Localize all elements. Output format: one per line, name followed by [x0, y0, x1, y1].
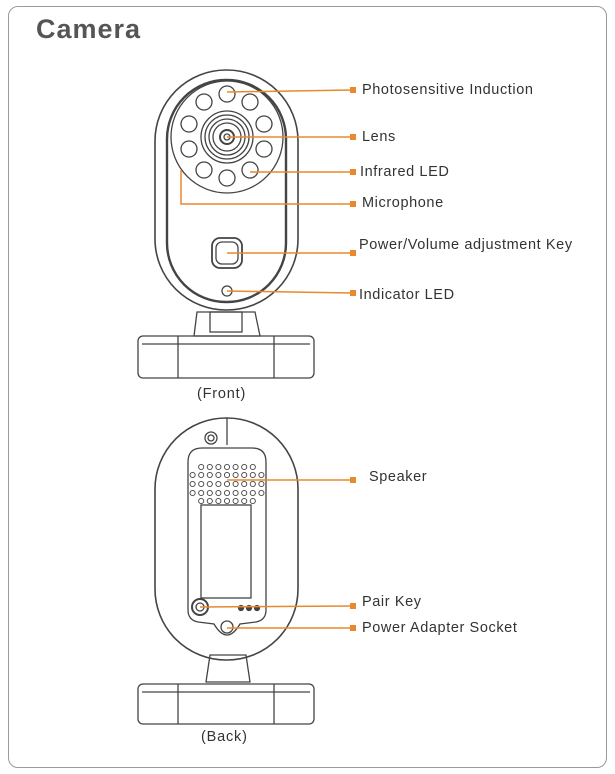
speaker-hole: [198, 497, 205, 505]
label-power-adapter-socket: Power Adapter Socket: [362, 620, 518, 636]
speaker-hole: [198, 480, 205, 488]
speaker-hole: [206, 471, 213, 479]
page-frame: [8, 6, 607, 768]
infrared-led-ring: [180, 85, 273, 187]
speaker-hole: [198, 471, 205, 479]
speaker-hole: [215, 489, 222, 497]
caption-back: (Back): [201, 729, 248, 745]
speaker-hole: [206, 463, 213, 471]
speaker-hole: [215, 463, 222, 471]
speaker-hole: [223, 480, 231, 488]
page-title: Camera: [36, 14, 142, 44]
speaker-hole: [189, 471, 196, 479]
back-camera-illustration: [137, 417, 315, 725]
label-microphone: Microphone: [362, 195, 444, 211]
label-lens: Lens: [362, 129, 396, 145]
speaker-hole: [258, 480, 265, 488]
speaker-hole: [249, 480, 256, 488]
speaker-hole: [223, 497, 231, 505]
speaker-hole: [232, 489, 239, 497]
speaker-hole: [223, 471, 231, 479]
speaker-hole: [223, 489, 231, 497]
speaker-hole: [189, 480, 196, 488]
speaker-hole: [241, 471, 248, 479]
speaker-hole: [241, 463, 248, 471]
label-photosensitive-induction: Photosensitive Induction: [362, 82, 534, 98]
speaker-hole: [249, 463, 256, 471]
speaker-hole: [206, 497, 213, 505]
front-camera-illustration: [137, 69, 315, 379]
label-speaker: Speaker: [369, 469, 428, 485]
speaker-hole: [249, 471, 256, 479]
speaker-grille: [189, 463, 265, 505]
speaker-hole: [258, 471, 265, 479]
speaker-hole: [215, 497, 222, 505]
speaker-hole: [215, 471, 222, 479]
speaker-hole: [206, 480, 213, 488]
speaker-hole: [232, 480, 239, 488]
speaker-hole: [232, 497, 239, 505]
speaker-hole: [189, 489, 196, 497]
speaker-hole: [249, 489, 256, 497]
speaker-hole: [249, 497, 256, 505]
label-indicator-led: Indicator LED: [359, 287, 455, 303]
label-power-volume-key: Power/Volume adjustment Key: [359, 237, 573, 253]
speaker-hole: [223, 463, 231, 471]
speaker-hole: [241, 489, 248, 497]
caption-front: (Front): [197, 386, 247, 402]
speaker-hole: [198, 489, 205, 497]
label-infrared-led: Infrared LED: [360, 164, 450, 180]
speaker-hole: [241, 497, 248, 505]
front-callout-lines: [180, 89, 353, 294]
speaker-hole: [215, 480, 222, 488]
speaker-hole: [241, 480, 248, 488]
speaker-hole: [206, 489, 213, 497]
speaker-hole: [258, 489, 265, 497]
speaker-hole: [232, 463, 239, 471]
label-pair-key: Pair Key: [362, 594, 422, 610]
speaker-hole: [232, 471, 239, 479]
speaker-hole: [198, 463, 205, 471]
back-callout-lines: [199, 479, 353, 629]
